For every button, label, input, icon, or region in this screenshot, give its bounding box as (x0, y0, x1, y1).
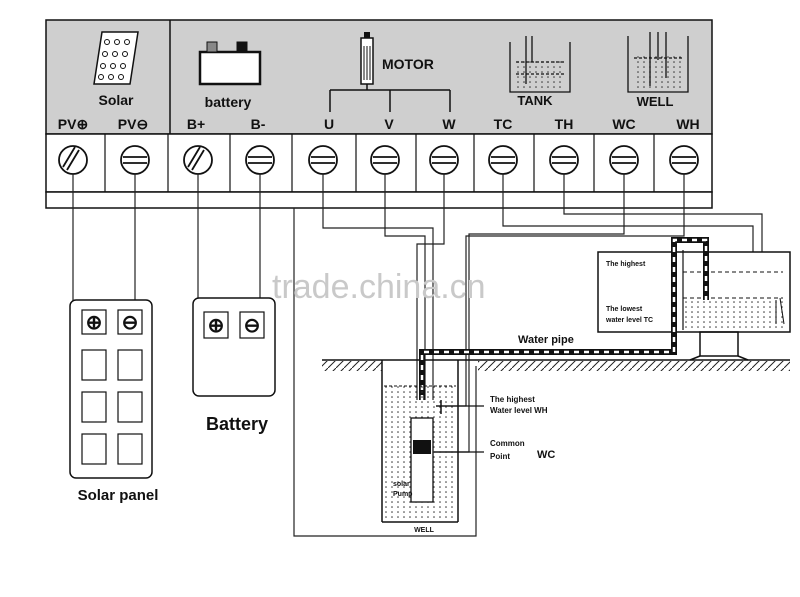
terminal-label-tc: TC (494, 116, 513, 132)
screw-tc (488, 145, 518, 175)
terminal-label-wc: WC (612, 116, 635, 132)
screw-th (549, 145, 579, 175)
solar-panel: ⊕ ⊖ (69, 299, 153, 479)
wire-w (416, 174, 445, 400)
screw-pv-plus (58, 145, 88, 175)
solar-panel-minus-symbol: ⊖ (122, 312, 139, 334)
water-pipe (419, 237, 709, 400)
terminal-label-b-minus: B- (251, 116, 266, 132)
controller-base (45, 191, 713, 209)
well (381, 360, 459, 523)
screw-b-minus (245, 145, 275, 175)
solar-pump (410, 417, 434, 503)
terminal-label-th: TH (555, 116, 574, 132)
water-pipe-label: Water pipe (518, 334, 574, 346)
battery-minus-symbol: ⊖ (244, 315, 261, 337)
terminal-label-b-plus: B+ (187, 116, 205, 132)
terminal-labels: PV⊕ PV⊖ B+ B- U V W TC TH WC WH (58, 116, 700, 132)
terminal-label-v: V (384, 116, 394, 132)
well-bottom-label: WELL (414, 527, 435, 534)
screw-w (429, 145, 459, 175)
wire-u (322, 174, 434, 400)
tank-icon (509, 36, 571, 93)
solar-panel-icon (93, 31, 139, 85)
solar-panel-plus-symbol: ⊕ (86, 312, 103, 334)
solar-label: Solar (98, 92, 134, 108)
well-common-wc: WC (537, 449, 555, 461)
controller-unit (45, 19, 713, 209)
screw-wc (609, 145, 639, 175)
screw-pv-minus (120, 145, 150, 175)
battery-unit-label: Battery (206, 414, 268, 434)
wire-v (384, 174, 426, 400)
battery-icon (198, 41, 262, 86)
well-icon (627, 32, 689, 93)
watermark: trade.china.cn (272, 268, 486, 306)
well-highest-level-wh: Water level WH (490, 406, 548, 415)
terminal-label-pv-plus: PV⊕ (58, 116, 88, 132)
controller-gray-panel (45, 19, 713, 135)
motor-bracket (329, 84, 451, 112)
terminal-label-u: U (324, 116, 334, 132)
tank-lowest-level-tc: water level TC (605, 317, 653, 324)
terminal-screws (58, 134, 699, 192)
well-level-pointers (434, 405, 484, 453)
controller-frame-line (293, 208, 477, 537)
well-common-label: Common (490, 439, 525, 448)
ground-surface (322, 359, 790, 371)
battery-plus-symbol: ⊕ (208, 315, 225, 337)
screw-v (370, 145, 400, 175)
terminal-label-w: W (442, 116, 456, 132)
terminal-label-pv-minus: PV⊖ (118, 116, 148, 132)
screw-b-plus (183, 145, 213, 175)
water-tank (597, 250, 791, 361)
motor-label: MOTOR (382, 56, 434, 72)
wire-th (563, 174, 763, 256)
terminal-label-wh: WH (676, 116, 699, 132)
screw-u (308, 145, 338, 175)
well-highest-label: The highest (490, 395, 535, 404)
battery-label: battery (205, 94, 252, 110)
well-label: WELL (637, 94, 674, 109)
well-point-label: Point (490, 452, 510, 461)
tank-highest-label: The highest (606, 261, 646, 268)
motor-icon (360, 32, 374, 85)
battery-box: ⊕ ⊖ (192, 297, 276, 397)
pump-label-pump: Pump (393, 491, 412, 498)
solar-panel-label: Solar panel (78, 487, 159, 504)
screw-wh (669, 145, 699, 175)
tank-label: TANK (517, 93, 553, 108)
tank-lowest-label: The lowest (606, 306, 643, 313)
pump-label-solar: solar (393, 481, 410, 488)
